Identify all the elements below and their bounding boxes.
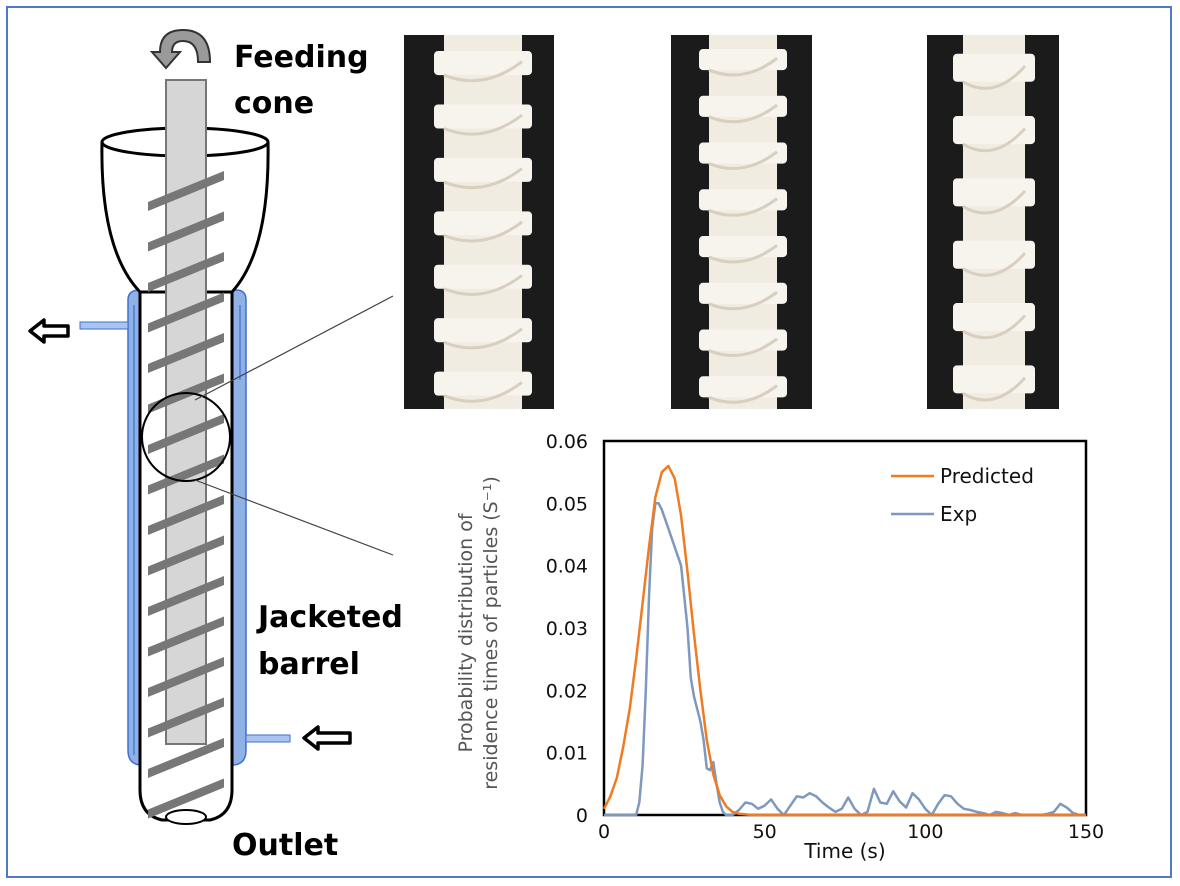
- rotation-arrow-icon: [149, 28, 212, 70]
- screw-flight: [148, 495, 224, 535]
- screw-flight: [148, 292, 224, 333]
- screw-flight: [148, 454, 224, 495]
- screw-photo-2: [671, 35, 812, 409]
- screw-flight: [148, 211, 224, 252]
- screw-thread: [434, 264, 532, 289]
- thread-shadow: [962, 314, 1027, 340]
- extruder-schematic: [28, 28, 394, 825]
- screw-flight: [148, 576, 224, 616]
- thread-shadow: [708, 197, 778, 217]
- coolant-outlet-pipe: [79, 321, 129, 330]
- thread-shadow: [443, 381, 523, 403]
- flow-out-arrow-icon: [28, 318, 70, 344]
- screw-flight: [148, 535, 224, 576]
- screw-flights: [148, 171, 224, 819]
- flow-in-arrow-icon: [302, 725, 352, 751]
- outlet-opening: [165, 809, 207, 825]
- screw-thread: [434, 157, 532, 182]
- thread-shadow: [962, 189, 1027, 215]
- callout-line-top: [194, 295, 394, 401]
- thread-shadow: [443, 274, 523, 296]
- thread-shadow: [708, 337, 778, 357]
- screw-flight: [148, 414, 224, 454]
- jacketed-barrel-label-line2: barrel: [258, 647, 360, 682]
- screw-thread: [434, 211, 532, 236]
- screw-flight: [148, 738, 224, 778]
- thread-shadow: [708, 57, 778, 77]
- feeding-cone-label-line1: Feeding: [234, 40, 369, 75]
- thread-shadow: [443, 60, 523, 83]
- screw-flight: [148, 778, 224, 819]
- thread-shadow: [962, 127, 1027, 153]
- screw-photo-3: [927, 35, 1059, 409]
- outlet-label: Outlet: [232, 828, 339, 863]
- thread-shadow: [443, 167, 523, 189]
- thread-shadow: [962, 252, 1027, 277]
- screw-thread: [434, 51, 532, 76]
- figure-frame: [6, 6, 1172, 878]
- thread-shadow: [962, 65, 1027, 90]
- detail-circle: [141, 392, 231, 482]
- thread-shadow: [708, 150, 778, 170]
- screw-thread: [434, 371, 532, 396]
- screw-thread: [434, 318, 532, 343]
- screw-flight: [148, 252, 224, 292]
- screw-core: [963, 35, 1025, 409]
- thread-shadow: [443, 220, 523, 243]
- thread-shadow: [443, 113, 523, 136]
- feeding-cone-label-line2: cone: [234, 86, 315, 121]
- screw-flight: [148, 657, 224, 697]
- thread-shadow: [708, 384, 778, 404]
- screw-flight: [148, 171, 224, 211]
- screw-flight: [148, 333, 224, 373]
- screw-photo-1: [404, 35, 554, 409]
- thread-shadow: [708, 103, 778, 124]
- thread-shadow: [962, 376, 1027, 402]
- jacketed-barrel-label-line1: Jacketed: [258, 600, 403, 635]
- thread-shadow: [708, 290, 778, 311]
- thread-shadow: [443, 327, 523, 350]
- thread-shadow: [708, 244, 778, 264]
- screw-thread: [434, 104, 532, 129]
- screw-flight: [148, 616, 224, 657]
- callout-line-bottom: [194, 479, 394, 556]
- coolant-inlet-pipe: [245, 734, 291, 743]
- screw-flight: [148, 697, 224, 738]
